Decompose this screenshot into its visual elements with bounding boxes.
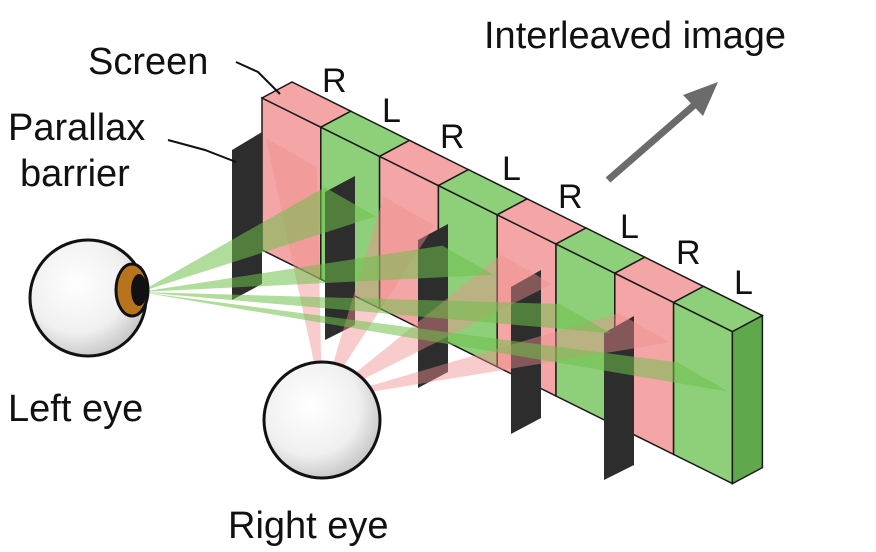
strip-label: R xyxy=(558,178,583,216)
interleaved-image-label: Interleaved image xyxy=(484,15,786,57)
barrier-label: barrier xyxy=(20,153,130,195)
right-eye-beam xyxy=(322,313,670,400)
right-eye xyxy=(262,360,382,480)
strip-labels: R L R L R L R L xyxy=(322,62,753,302)
right-eye-beam xyxy=(322,254,552,400)
strip-label: L xyxy=(382,92,401,130)
screen-strips xyxy=(260,81,765,485)
strip-label: R xyxy=(676,234,701,272)
left-eye-beam xyxy=(140,292,729,392)
screen-end-cap xyxy=(731,314,764,485)
left-eye xyxy=(28,238,150,358)
left-eye-beam xyxy=(140,292,611,334)
parallax-label: Parallax xyxy=(8,107,145,149)
left-eye-label: Left eye xyxy=(8,388,143,430)
left-eye-pupil xyxy=(131,274,147,306)
strip-label: R xyxy=(322,62,347,100)
left-strip-front xyxy=(672,301,734,485)
right-eye-beam xyxy=(322,196,435,400)
strip-label: L xyxy=(502,150,521,188)
left-eye-beam xyxy=(140,187,376,292)
strip-label: R xyxy=(440,118,465,156)
screen-label: Screen xyxy=(88,41,208,83)
barrier-leader-line xyxy=(167,139,237,163)
strip-label: L xyxy=(734,264,753,302)
screen-leader-line xyxy=(235,61,281,95)
left-eye-beam xyxy=(140,245,494,292)
interleaved-arrow xyxy=(605,82,718,183)
left-eye-beams xyxy=(140,187,729,392)
right-eye-label: Right eye xyxy=(228,505,389,547)
strip-label: L xyxy=(620,208,639,246)
